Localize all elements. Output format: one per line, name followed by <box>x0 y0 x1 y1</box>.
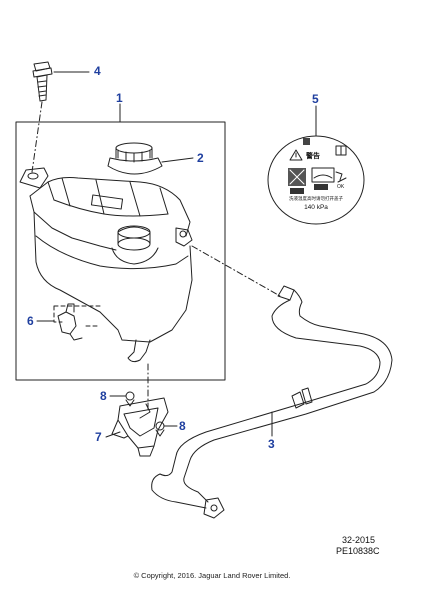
callout-8-upper: 8 <box>100 389 107 403</box>
part-code: PE10838C <box>336 546 380 556</box>
warning-label <box>267 135 365 225</box>
callout-8-lower: 8 <box>179 419 186 433</box>
leader-2 <box>161 157 194 163</box>
warning-ok: OK <box>337 184 345 190</box>
warning-note: 洗液温度高时请勿打开盖子 <box>289 196 343 201</box>
date-code: 32-2015 <box>342 535 376 545</box>
warning-pressure: 140 kPa <box>304 204 328 211</box>
expansion-tank <box>19 167 193 363</box>
vent-centerline <box>191 245 281 297</box>
level-sensor <box>57 303 83 341</box>
callout-4: 4 <box>94 64 101 78</box>
filler-cap <box>107 142 163 175</box>
warning-heading: 警告 <box>306 153 320 160</box>
sensor-phantom-lines <box>53 305 101 327</box>
bolt <box>32 61 53 102</box>
copyright-notice: © Copyright, 2016. Jaguar Land Rover Lim… <box>133 571 291 580</box>
callout-1: 1 <box>116 91 123 105</box>
callout-5: 5 <box>312 92 319 106</box>
callout-6: 6 <box>27 314 34 328</box>
coolant-hose <box>151 285 393 519</box>
leader-7 <box>105 431 121 438</box>
callout-7: 7 <box>95 430 102 444</box>
hose-bracket <box>111 397 169 457</box>
assembly-frame <box>15 121 226 381</box>
callout-2: 2 <box>197 151 204 165</box>
bolt-centerline <box>31 101 43 173</box>
callout-3: 3 <box>268 437 275 451</box>
